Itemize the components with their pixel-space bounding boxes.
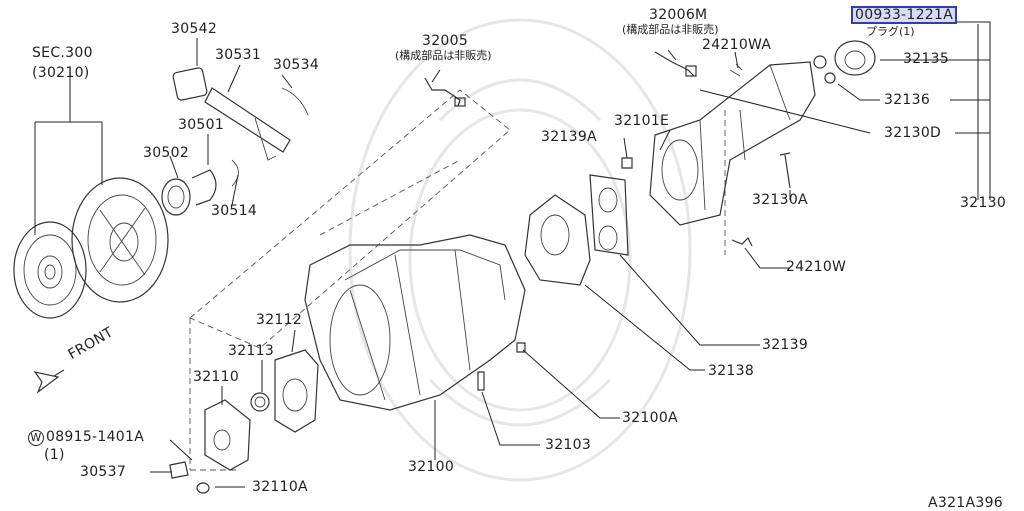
label-32130[interactable]: 32130 [960,195,1007,211]
label-32005[interactable]: 32005 [422,33,469,49]
label-30534[interactable]: 30534 [273,57,320,73]
label-32138[interactable]: 32138 [708,363,755,379]
extension-housing [649,40,876,226]
clutch-cover [71,177,169,303]
label-32006m-note: (構成部品は非販売) [622,23,719,36]
withdrawal-lever [172,67,309,161]
washer-marker: W [28,430,44,446]
label-30501[interactable]: 30501 [178,117,225,133]
label-08915-qty: (1) [44,447,65,463]
diagram-code: A321A396 [928,495,1003,511]
label-32005-note: (構成部品は非販売) [395,49,492,62]
front-arrow [33,369,65,394]
label-32112[interactable]: 32112 [256,312,303,328]
watermark-crest [348,18,692,482]
label-00933-1221a[interactable]: 00933-1221A [850,6,958,24]
transmission-case [304,234,526,411]
plug-32139a [621,157,633,169]
label-32139a[interactable]: 32139A [541,129,597,145]
assembly-outline [189,89,726,471]
release-bearing [161,159,239,216]
label-30502[interactable]: 30502 [143,145,190,161]
bolt-32130a [779,152,791,189]
label-08915-text: 08915-1401A [46,429,145,445]
label-sec-300-sub: (30210) [32,65,90,81]
label-30531[interactable]: 30531 [215,47,262,63]
label-32113[interactable]: 32113 [228,343,275,359]
clutch-disc [13,221,87,319]
clip-24210w [731,236,753,247]
label-32136[interactable]: 32136 [884,92,931,108]
front-cover-32110 [169,349,319,494]
label-32101e[interactable]: 32101E [614,113,670,129]
label-32100a[interactable]: 32100A [622,410,678,426]
label-30542[interactable]: 30542 [171,21,218,37]
label-24210wa[interactable]: 24210WA [702,37,772,53]
label-32139[interactable]: 32139 [762,337,809,353]
label-32006m[interactable]: 32006M [649,7,708,23]
plug-32103 [477,371,485,391]
label-sec-300[interactable]: SEC.300 [32,45,93,61]
adapter-plate-32139 [589,174,629,256]
label-32110[interactable]: 32110 [193,369,240,385]
label-32100[interactable]: 32100 [408,459,455,475]
intermediate-plate-32138 [524,194,591,286]
label-32130d[interactable]: 32130D [884,125,942,141]
label-32130a[interactable]: 32130A [752,192,808,208]
label-32135[interactable]: 32135 [903,51,950,67]
switch-32006m [654,51,743,77]
label-30514[interactable]: 30514 [211,203,258,219]
label-00933-note: プラグ(1) [866,25,915,38]
sensor-32005 [424,77,466,107]
leader-lines [150,21,991,488]
label-24210w[interactable]: 24210W [786,259,847,275]
label-32103[interactable]: 32103 [545,437,592,453]
label-30537[interactable]: 30537 [80,464,127,480]
label-32110a[interactable]: 32110A [252,479,308,495]
